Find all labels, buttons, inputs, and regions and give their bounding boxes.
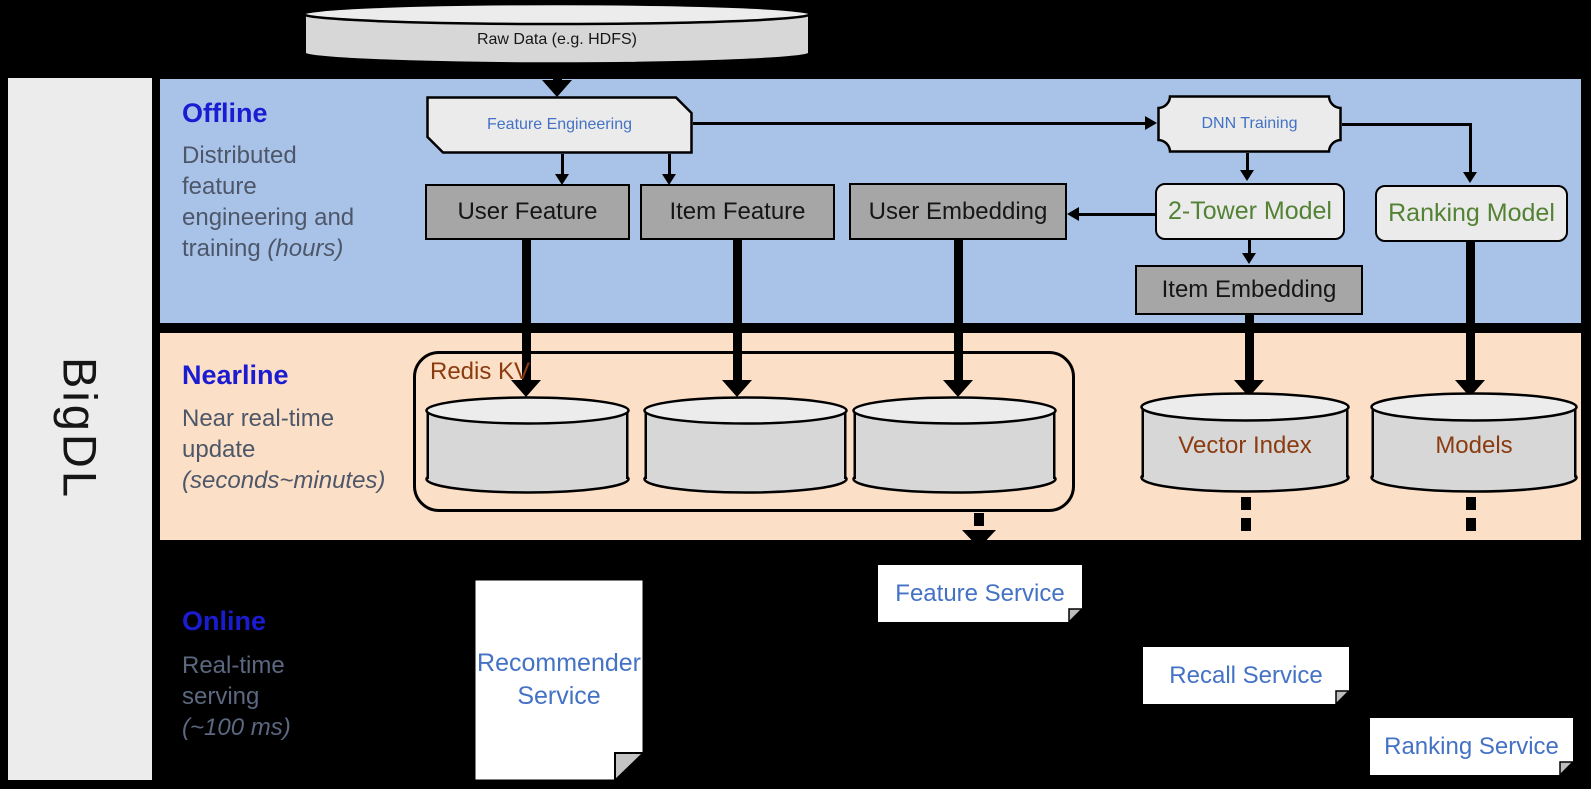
connector-fe-dnntraining <box>693 122 1145 125</box>
pipeline-userfeature-redis <box>522 240 531 382</box>
dnn-training-label: DNN Training <box>1201 115 1298 132</box>
pipeline-itemembedding-vectorindex <box>1245 315 1254 382</box>
ranking-service-label: Ranking Service <box>1384 732 1559 760</box>
cylinder-graphic <box>302 2 812 65</box>
models-label: Models <box>1435 432 1513 459</box>
connector-dnn-rankingmodel-horizontal <box>1342 123 1471 126</box>
node-raw-data: Raw Data (e.g. HDFS) <box>302 2 812 65</box>
nearline-description-italic: (seconds~minutes) <box>182 467 386 494</box>
node-dnn-training: DNN Training <box>1157 95 1342 153</box>
item-feature-label: Item Feature <box>669 198 806 225</box>
connector-dnn-twotower-head <box>1240 170 1254 181</box>
connector-twotower-userembedding-head <box>1067 207 1079 221</box>
dashed-drop-vectorindex-2 <box>1241 518 1251 531</box>
node-item-feature: Item Feature <box>640 184 835 240</box>
dashed-drop-redis-featureservice <box>974 513 984 526</box>
pipeline-userfeature-redis-head <box>511 380 541 397</box>
node-feature-service: Feature Service <box>878 565 1084 624</box>
dashed-drop-models-2 <box>1466 518 1476 531</box>
connector-dnn-rankingmodel-head <box>1463 172 1477 183</box>
online-title: Online <box>182 606 267 636</box>
node-vector-index: Vector Index <box>1140 392 1350 493</box>
online-description-italic: (~100 ms) <box>182 714 291 741</box>
node-user-embedding: User Embedding <box>849 183 1067 240</box>
cylinder-graphic <box>852 396 1057 494</box>
node-models: Models <box>1370 392 1578 493</box>
node-ranking-service: Ranking Service <box>1370 718 1575 777</box>
pipeline-userembedding-redis-head <box>943 380 973 397</box>
redis-cylinder-3 <box>852 396 1057 494</box>
node-user-feature: User Feature <box>425 184 630 240</box>
vector-index-label: Vector Index <box>1178 432 1312 459</box>
cylinder-graphic <box>425 396 630 494</box>
feature-service-label: Feature Service <box>895 579 1065 607</box>
item-embedding-label: Item Embedding <box>1161 276 1337 303</box>
dashed-drop-vectorindex-1 <box>1241 497 1251 510</box>
connector-rawdata-featureengineering-head <box>542 80 572 97</box>
node-feature-engineering: Feature Engineering <box>426 96 693 154</box>
offline-description-italic: (hours) <box>267 235 344 262</box>
card-graphic <box>878 565 1084 624</box>
user-embedding-label: User Embedding <box>868 197 1048 225</box>
nearline-description-text: Near real-time update <box>182 405 335 463</box>
redis-cylinder-1 <box>425 396 630 494</box>
node-recall-service: Recall Service <box>1143 647 1351 706</box>
connector-twotower-itemembedding <box>1248 240 1251 255</box>
plaque-graphic <box>1157 95 1342 153</box>
card-graphic <box>1370 718 1575 777</box>
connector-dnn-twotower <box>1246 153 1249 172</box>
nearline-title: Nearline <box>182 360 289 390</box>
user-feature-label: User Feature <box>457 198 598 225</box>
connector-fe-userfeature <box>561 154 564 176</box>
offline-description: Distributed feature engineering and trai… <box>182 140 377 264</box>
connector-fe-itemfeature <box>668 154 671 176</box>
node-item-embedding: Item Embedding <box>1135 265 1363 315</box>
recommender-service-label: Recommender Service <box>477 649 641 710</box>
document-graphic <box>473 578 646 783</box>
connector-rawdata-featureengineering <box>553 64 562 83</box>
connector-twotower-userembedding <box>1079 213 1155 216</box>
ranking-model-label: Ranking Model <box>1388 199 1555 227</box>
recall-service-label: Recall Service <box>1169 661 1323 689</box>
connector-fe-itemfeature-head <box>662 174 676 185</box>
two-tower-model-label: 2-Tower Model <box>1168 197 1332 225</box>
online-description: Real-time serving (~100 ms) <box>182 650 327 743</box>
pipeline-itemfeature-redis <box>733 240 742 382</box>
raw-data-label: Raw Data (e.g. HDFS) <box>476 30 638 48</box>
offline-title: Offline <box>182 98 268 128</box>
connector-twotower-itemembedding-head <box>1242 253 1256 264</box>
nearline-description: Near real-time update (seconds~minutes) <box>182 403 392 496</box>
connector-dnn-rankingmodel-vertical <box>1469 123 1472 173</box>
cylinder-graphic <box>643 396 848 494</box>
connector-fe-dnntraining-head <box>1145 116 1157 130</box>
cylinder-graphic <box>1370 392 1578 493</box>
pipeline-rankingmodel-models <box>1466 242 1475 382</box>
redis-kv-label: Redis KV <box>430 358 531 385</box>
cylinder-graphic <box>1140 392 1350 493</box>
connector-fe-userfeature-head <box>555 174 569 185</box>
feature-engineering-label: Feature Engineering <box>487 116 632 133</box>
bigdl-brand-label: BigDL <box>53 357 107 501</box>
offline-description-text: Distributed feature engineering and trai… <box>182 142 355 262</box>
redis-cylinder-2 <box>643 396 848 494</box>
node-recommender-service: Recommender Service <box>473 578 646 783</box>
node-ranking-model: Ranking Model <box>1375 185 1568 242</box>
redis-kv-frame <box>413 351 1075 512</box>
bigdl-sidebar: BigDL <box>8 78 152 780</box>
pipeline-userembedding-redis <box>954 240 963 382</box>
node-two-tower-model: 2-Tower Model <box>1155 183 1345 240</box>
online-description-text: Real-time serving <box>182 652 285 710</box>
dashed-drop-redis-featureservice-head <box>962 530 996 548</box>
pipeline-itemfeature-redis-head <box>722 380 752 397</box>
snip-rect-graphic <box>426 96 693 154</box>
card-graphic <box>1143 647 1351 706</box>
dashed-drop-models-1 <box>1466 497 1476 510</box>
